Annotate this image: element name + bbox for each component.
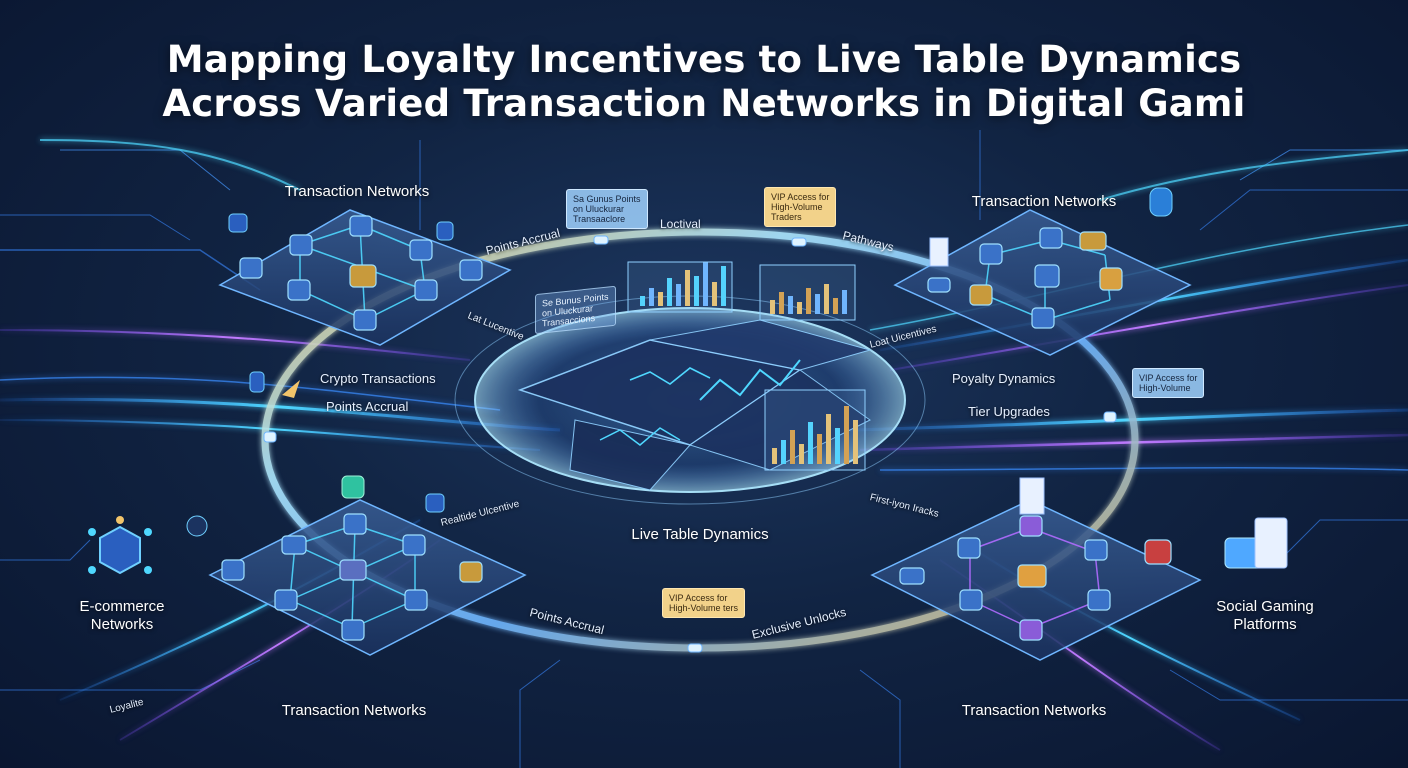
- path-label-loctival: Loctival: [660, 217, 701, 231]
- tag-vip-access-top: VIP Access for High-Volume Traders: [764, 187, 837, 227]
- dashboard-bar: [844, 406, 849, 464]
- dashboard-bar: [797, 302, 802, 314]
- dashboard-bar: [640, 296, 645, 306]
- label-points-left: Points Accrual: [326, 399, 409, 414]
- page-subtitle: Across Varied Transaction Networks in Di…: [162, 82, 1246, 125]
- dashboard-bar: [842, 290, 847, 314]
- dashboard-bar: [835, 428, 840, 464]
- label-network-bottom-right: Transaction Networks: [961, 702, 1107, 719]
- dashboard-bar: [721, 266, 726, 306]
- dashboard-bar: [667, 278, 672, 306]
- dashboard-bar: [790, 430, 795, 464]
- dashboard-bar: [649, 288, 654, 306]
- dashboard-bar: [676, 284, 681, 306]
- dashboard-bar: [772, 448, 777, 464]
- platform-top-right: [893, 209, 1192, 356]
- gift-icon: [186, 493, 445, 537]
- label-live-table: Live Table Dynamics: [631, 526, 769, 543]
- label-crypto: Crypto Transactions: [320, 371, 436, 386]
- dashboard-bar: [703, 262, 708, 306]
- tag-bonus-points-top: Sa Gunus Points on Uluckurar Transaaclor…: [566, 189, 648, 229]
- platform-bottom-left: [208, 475, 527, 656]
- tag-bonus-points-panel: Se Bunus Points on Uluckurar Transaccion…: [535, 285, 616, 335]
- dashboard-bar: [833, 298, 838, 314]
- circuit-lines: [0, 130, 1408, 768]
- social-gaming-node: [1224, 517, 1288, 569]
- platform-top-left: [218, 209, 512, 346]
- ecommerce-node: [88, 516, 152, 575]
- dashboard-bar: [824, 284, 829, 314]
- label-social-gaming: Social Gaming Platforms: [1216, 598, 1314, 633]
- label-network-top-right: Transaction Networks: [971, 193, 1117, 210]
- dashboard-bar: [788, 296, 793, 314]
- label-ecommerce: E-commerce Networks: [79, 598, 165, 633]
- dashboard-bar: [770, 300, 775, 314]
- dashboard-bar: [781, 440, 786, 464]
- dashboard-bar: [799, 444, 804, 464]
- dashboard-bar: [817, 434, 822, 464]
- tag-vip-access-bottom: VIP Access for High-Volume ters: [662, 588, 746, 618]
- shield-icon: [436, 221, 454, 241]
- dashboard-bar: [685, 270, 690, 306]
- shopping-cart-icon: [228, 187, 1173, 233]
- dashboard-bar: [806, 288, 811, 314]
- dashboard-bar: [815, 294, 820, 314]
- dashboard-bar: [853, 420, 858, 464]
- dashboard-bar: [808, 422, 813, 464]
- ring-nodes: [263, 235, 1117, 653]
- platform-bottom-right: [870, 477, 1202, 661]
- label-tier: Tier Upgrades: [968, 404, 1050, 419]
- rocket-icon: [249, 371, 300, 398]
- tag-vip-access-right: VIP Access for High-Volume: [1132, 368, 1205, 398]
- page-title: Mapping Loyalty Incentives to Live Table…: [166, 38, 1242, 81]
- label-poyalty: Poyalty Dynamics: [952, 371, 1056, 386]
- dashboard-bar: [826, 414, 831, 464]
- live-table-dashboard: [517, 261, 872, 491]
- dashboard-bar: [658, 292, 663, 306]
- dashboard-bar: [779, 292, 784, 314]
- dashboard-bar: [694, 276, 699, 306]
- label-network-bottom-left: Transaction Networks: [281, 702, 427, 719]
- dashboard-bar: [712, 282, 717, 306]
- label-network-top-left: Transaction Networks: [284, 183, 430, 200]
